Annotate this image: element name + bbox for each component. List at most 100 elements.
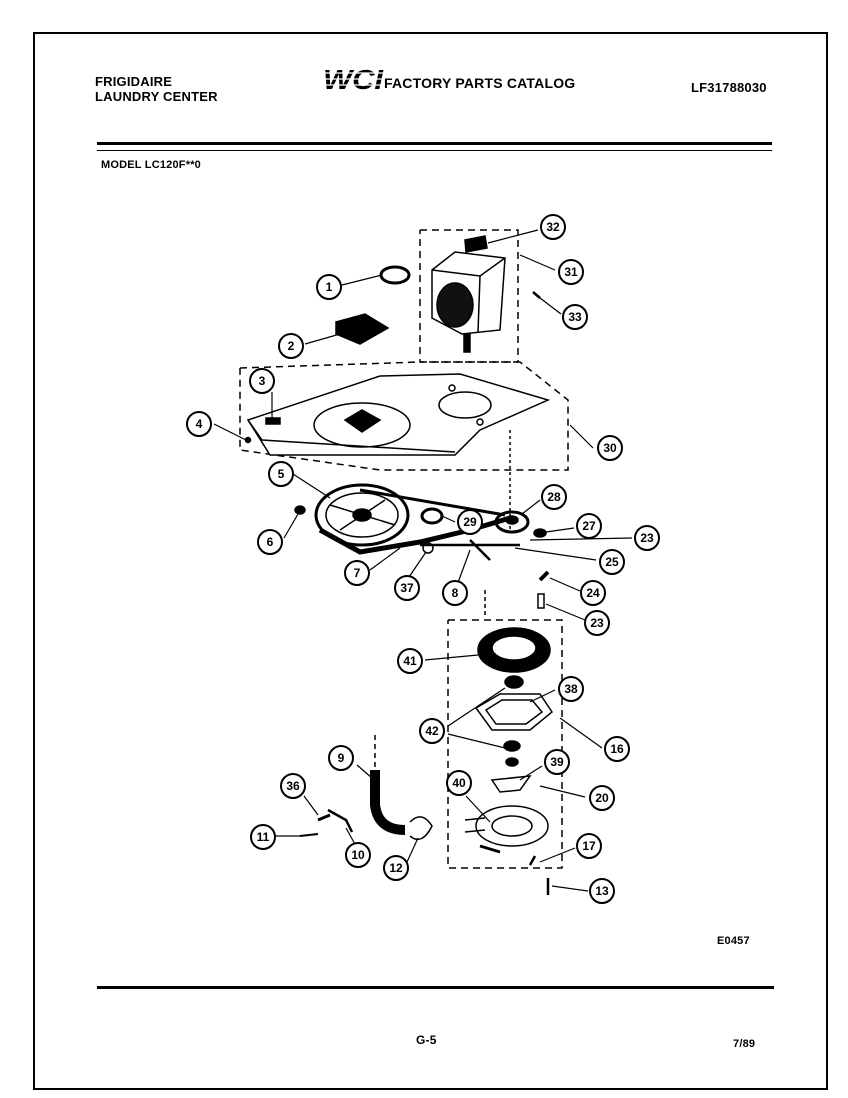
svg-text:29: 29 [463,515,477,529]
part-36 [317,813,331,822]
callout-13 [589,878,615,904]
callout-31 [558,259,584,285]
header-rule-thin [97,150,772,151]
spring-24 [538,570,550,582]
callout-20 [589,785,615,811]
svg-text:11: 11 [257,830,270,844]
leader-lines [213,229,633,892]
svg-text:32: 32 [546,220,560,234]
svg-text:40: 40 [452,776,466,790]
callout-circles [186,214,660,904]
svg-text:10: 10 [351,848,365,862]
callout-8 [442,580,468,606]
wci-logo: WCI [322,64,384,94]
header-rule [97,142,772,145]
svg-text:7: 7 [354,566,361,580]
callout-37 [394,575,420,601]
catalog-title: FACTORY PARTS CATALOG [384,75,576,91]
pad-part-2 [335,313,390,345]
pin-23 [537,593,545,609]
bracket-8 [420,539,520,561]
idler-29 [420,507,444,525]
pulley-drawing [314,483,410,547]
callout-16 [604,736,630,762]
svg-text:1: 1 [326,280,333,294]
callout-4 [186,411,212,437]
washer-6 [294,505,306,515]
svg-text:37: 37 [400,581,414,595]
screw-33 [532,291,541,299]
callout-30 [597,435,623,461]
base-plate-drawing [246,373,551,456]
svg-text:23: 23 [590,616,604,630]
callout-25 [599,549,625,575]
screw-17 [528,855,537,866]
brand-block: FRIGIDAIRE LAUNDRY CENTER [95,74,218,104]
svg-text:2: 2 [288,339,295,353]
svg-text:20: 20 [595,791,609,805]
drive-belt-7 [318,515,511,555]
motor-drawing [431,235,506,353]
page-border [33,32,828,1090]
svg-text:30: 30 [603,441,617,455]
svg-text:9: 9 [338,751,345,765]
svg-text:16: 16 [610,742,624,756]
footer-rule [97,986,774,989]
callout-1 [316,274,342,300]
svg-text:4: 4 [196,417,203,431]
callout-40 [446,770,472,796]
product-line: LAUNDRY CENTER [95,89,218,104]
callout-33 [562,304,588,330]
screw-4 [244,436,252,444]
svg-text:12: 12 [389,861,403,875]
model-number: MODEL LC120F**0 [101,159,201,171]
callout-36 [280,773,306,799]
callout-17 [576,833,602,859]
figure-code: E0457 [717,935,750,947]
svg-text:39: 39 [550,755,564,769]
callout-labels: 1 2 3 4 5 6 7 8 9 10 11 12 13 16 17 20 2… [196,220,654,898]
svg-text:41: 41 [403,654,417,668]
pump-drawing [464,627,554,854]
callout-39 [544,749,570,775]
callout-3 [249,368,275,394]
catalog-number: LF31788030 [691,80,767,95]
svg-text:42: 42 [425,724,439,738]
page-number: G-5 [416,1033,437,1047]
svg-text:3: 3 [259,374,266,388]
brand-name: FRIGIDAIRE [95,74,173,89]
callout-23b [584,610,610,636]
svg-text:24: 24 [586,586,600,600]
callout-24 [580,580,606,606]
clamp-10 [327,808,354,833]
svg-text:36: 36 [286,779,300,793]
callout-41 [397,648,423,674]
callout-9 [328,745,354,771]
callout-38 [558,676,584,702]
callout-6 [257,529,283,555]
callout-10 [345,842,371,868]
svg-text:17: 17 [582,839,596,853]
svg-text:31: 31 [564,265,578,279]
base-group-box [239,361,569,471]
callout-2 [278,333,304,359]
svg-text:38: 38 [564,682,578,696]
svg-text:33: 33 [568,310,582,324]
callout-7 [344,560,370,586]
nut-27 [533,528,547,538]
ring-part-1 [379,265,411,285]
belt-upper [359,488,506,517]
svg-text:8: 8 [452,586,459,600]
svg-text:25: 25 [605,555,619,569]
svg-text:23: 23 [640,531,654,545]
spacer-37 [422,542,434,554]
clamp-12 [409,816,433,841]
svg-text:28: 28 [547,490,561,504]
svg-text:13: 13 [595,884,609,898]
svg-text:5: 5 [278,467,285,481]
svg-text:6: 6 [267,535,274,549]
pulley-28 [494,510,530,534]
callout-32 [540,214,566,240]
drain-hose-9 [370,770,406,835]
